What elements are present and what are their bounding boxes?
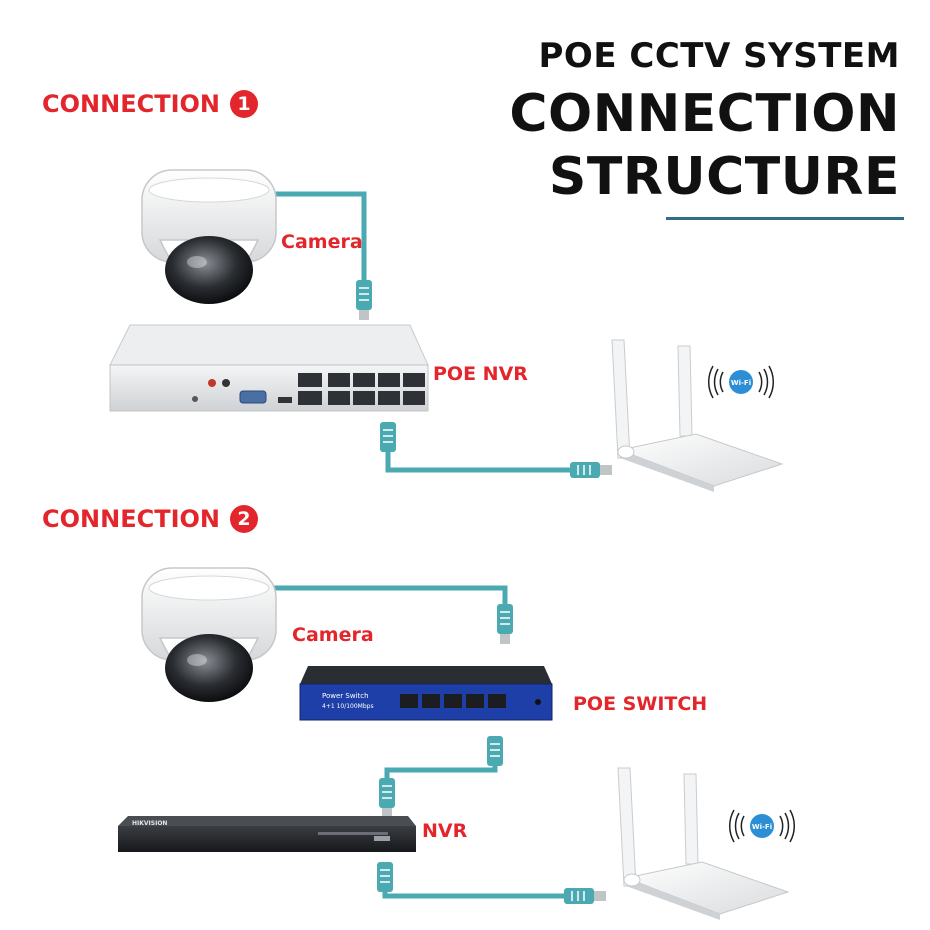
connection-2-nvr-bottom-plug bbox=[377, 862, 393, 892]
connection-1-number-badge: 1 bbox=[229, 90, 258, 118]
nvr-brand-text: HIKVISION bbox=[132, 820, 167, 827]
connection-2-router-plug bbox=[564, 888, 606, 904]
connection-2-dome-camera bbox=[141, 567, 277, 702]
connection-1-dome-camera bbox=[141, 169, 277, 304]
connection-2-switch-label: POE SWITCH bbox=[573, 693, 708, 715]
connection-2-nvr: HIKVISION bbox=[118, 816, 416, 852]
connection-2-router-cable bbox=[382, 892, 566, 899]
connection-2-switch-plug bbox=[487, 736, 503, 766]
connection-1-router-plug bbox=[570, 462, 612, 478]
connection-1-nvr-plug bbox=[380, 422, 396, 452]
connection-1-wifi-text: Wi-Fi bbox=[731, 379, 751, 387]
connection-1-camera-label: Camera bbox=[281, 231, 363, 253]
connection-1-heading: CONNECTION 1 bbox=[42, 90, 258, 118]
connection-1-camera-plug bbox=[356, 280, 372, 320]
diagram-title-line-2: STRUCTURE bbox=[548, 147, 900, 207]
connection-2-camera-plug bbox=[497, 604, 513, 644]
connection-2-camera-label: Camera bbox=[292, 624, 374, 646]
connection-2-switch-nvr-cable bbox=[384, 766, 498, 780]
connection-2-router bbox=[617, 767, 790, 920]
connection-2-heading: CONNECTION 2 bbox=[42, 505, 258, 533]
diagram-subtitle: POE CCTV SYSTEM bbox=[538, 36, 900, 76]
connection-1-poe-nvr bbox=[109, 324, 429, 412]
connection-2-wifi-icon: Wi-Fi bbox=[728, 809, 796, 843]
connection-2-nvr-top-plug bbox=[379, 778, 395, 816]
title-underline bbox=[666, 217, 904, 220]
connection-2-poe-switch: Power Switch 4+1 10/100Mbps bbox=[299, 666, 553, 721]
connection-2-label: CONNECTION bbox=[42, 505, 220, 533]
connection-1-router-cable bbox=[385, 452, 572, 473]
connection-1-nvr-label: POE NVR bbox=[433, 363, 528, 385]
connection-1-router bbox=[611, 339, 784, 492]
switch-text-line-1: Power Switch bbox=[322, 692, 369, 700]
connection-2-wifi-text: Wi-Fi bbox=[752, 823, 772, 831]
connection-2-number-badge: 2 bbox=[229, 505, 258, 533]
connection-1-label: CONNECTION bbox=[42, 90, 220, 118]
connection-1-wifi-icon: Wi-Fi bbox=[707, 365, 775, 399]
connection-2-nvr-label: NVR bbox=[422, 820, 468, 842]
diagram-title-line-1: CONNECTION bbox=[509, 84, 900, 144]
connection-2-camera-cable bbox=[272, 585, 508, 606]
switch-text-line-2: 4+1 10/100Mbps bbox=[322, 703, 374, 710]
connection-1-camera-cable bbox=[270, 191, 367, 282]
